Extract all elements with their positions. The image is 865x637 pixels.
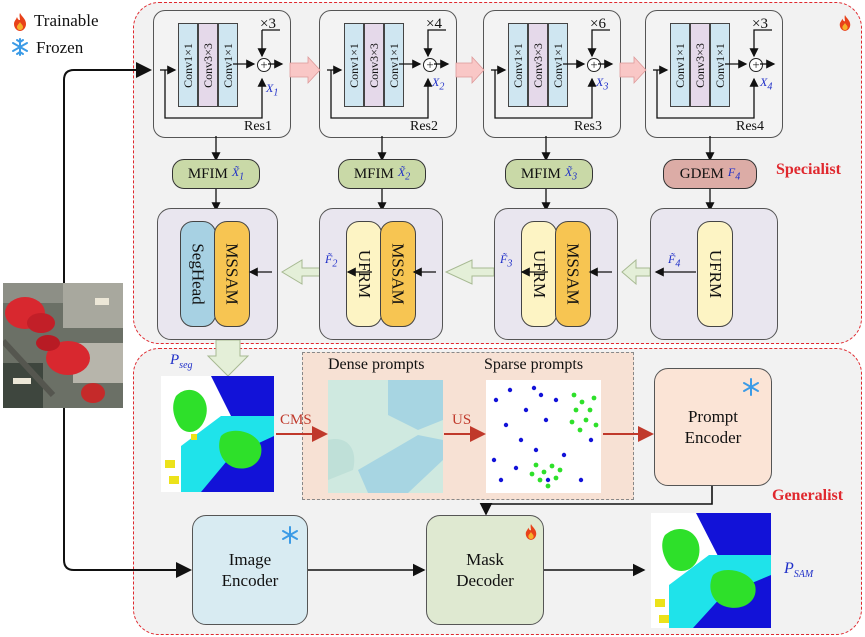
snowflake-icon [282, 526, 298, 544]
flame-icon [839, 15, 851, 31]
dense-prompts-map [328, 380, 443, 493]
mask-decoder-block: Mask Decoder [426, 515, 544, 625]
decoder-stage-4: UFRM [650, 208, 778, 340]
conv-3x3: Conv3×3 [528, 23, 548, 107]
specialist-label: Specialist [776, 161, 841, 178]
mssam-block: MSSAM [380, 221, 416, 327]
repeat-count: ×6 [590, 16, 606, 32]
flame-icon [525, 524, 537, 540]
dense-prompts-label: Dense prompts [328, 356, 425, 373]
res-label: Res2 [410, 119, 438, 134]
decoder-stage-3: UFRM MSSAM [494, 208, 618, 340]
repeat-count: ×3 [752, 16, 768, 32]
legend-frozen: Frozen [36, 38, 84, 57]
input-aerial-image [3, 283, 123, 408]
p-sam-label: PSAM [784, 560, 814, 581]
conv-3x3: Conv3×3 [690, 23, 710, 107]
ufrm-block: UFRM [697, 221, 733, 327]
repeat-count: ×3 [260, 16, 276, 32]
decoder-stage-1: SegHead MSSAM [157, 208, 278, 340]
conv-1x1: Conv1×1 [344, 23, 364, 107]
conv-1x1: Conv1×1 [548, 23, 568, 107]
snowflake-icon [743, 378, 759, 396]
generalist-label: Generalist [772, 487, 844, 504]
conv-1x1: Conv1×1 [218, 23, 238, 107]
x-label: X4 [760, 75, 773, 93]
x-label: X2 [432, 75, 445, 93]
conv-1x1: Conv1×1 [178, 23, 198, 107]
conv-3x3: Conv3×3 [198, 23, 218, 107]
f-label-2: F̃2 [325, 252, 338, 270]
mssam-block: MSSAM [214, 221, 250, 327]
flame-icon [14, 13, 26, 31]
conv-1x1: Conv1×1 [508, 23, 528, 107]
add-icon: + [423, 58, 437, 72]
res-label: Res1 [244, 119, 272, 134]
cms-label: CMS [280, 412, 312, 428]
conv-1x1: Conv1×1 [670, 23, 690, 107]
snowflake-icon [12, 38, 28, 56]
legend-trainable: Trainable [34, 11, 99, 30]
sparse-prompts-map [486, 380, 601, 493]
f-label-4: F̃4 [668, 252, 681, 270]
add-icon: + [749, 58, 763, 72]
conv-1x1: Conv1×1 [384, 23, 404, 107]
f-label-3: F̃3 [500, 252, 513, 270]
p-seg-map [161, 376, 274, 492]
legend: Trainable Frozen [10, 8, 140, 60]
us-label: US [452, 412, 472, 428]
x-label: X1 [266, 81, 279, 99]
p-sam-map [651, 513, 771, 628]
add-icon: + [587, 58, 601, 72]
add-icon: + [257, 58, 271, 72]
x-label: X3 [596, 75, 609, 93]
repeat-count: ×4 [426, 16, 442, 32]
res-label: Res4 [736, 119, 764, 134]
decoder-stage-2: UFRM MSSAM [319, 208, 443, 340]
sparse-prompts-label: Sparse prompts [484, 356, 584, 373]
res-label: Res3 [574, 119, 602, 134]
p-seg-label: Pseg [170, 352, 193, 371]
conv-3x3: Conv3×3 [364, 23, 384, 107]
conv-1x1: Conv1×1 [710, 23, 730, 107]
